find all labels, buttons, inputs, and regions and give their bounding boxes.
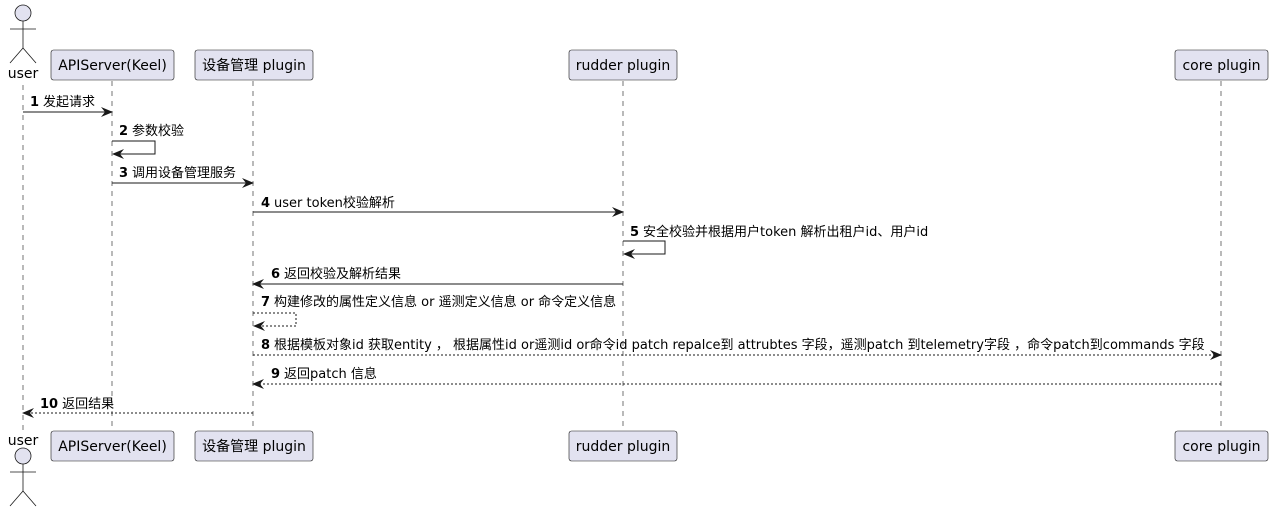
message-number: 10	[40, 397, 58, 412]
message-text: 返回结果	[62, 397, 114, 412]
message-text: 参数校验	[132, 123, 184, 139]
participant-label: core plugin	[1182, 439, 1260, 455]
participant-api-top[interactable]: APIServer(Keel)	[50, 49, 175, 81]
message-text: 返回patch 信息	[284, 366, 377, 382]
participant-box	[194, 49, 314, 81]
message-text: 构建修改的属性定义信息 or 遥测定义信息 or 命令定义信息	[274, 294, 616, 310]
message-text: 返回校验及解析结果	[284, 266, 401, 282]
participant-box	[1174, 430, 1269, 462]
message-number: 2	[119, 124, 128, 139]
participant-label: APIServer(Keel)	[58, 58, 167, 74]
message-number: 1	[30, 95, 39, 110]
actor-leg-right	[22, 47, 37, 64]
participant-box	[568, 49, 678, 81]
message-text: 发起请求	[43, 94, 95, 110]
message-number: 4	[261, 196, 270, 211]
participant-core-bottom[interactable]: core plugin	[1174, 430, 1269, 462]
message-number: 3	[119, 166, 128, 181]
message-number: 7	[261, 295, 270, 310]
participant-box	[50, 430, 175, 462]
message-3[interactable]: 3 调用设备管理服务	[112, 165, 254, 188]
participant-label: APIServer(Keel)	[58, 439, 167, 455]
actor-leg-left	[9, 490, 24, 507]
participant-label: 设备管理 plugin	[202, 438, 306, 455]
participant-rudder-top[interactable]: rudder plugin	[568, 49, 678, 81]
actor-leg-left	[9, 47, 24, 64]
participant-core-top[interactable]: core plugin	[1174, 49, 1269, 81]
participant-api-bottom[interactable]: APIServer(Keel)	[50, 430, 175, 462]
message-text: 根据模板对象id 获取entity ， 根据属性id or遥测id or命令id…	[274, 337, 1205, 353]
message-5[interactable]: 5 安全校验并根据用户token 解析出租户id、用户id	[623, 224, 928, 259]
participant-label: core plugin	[1182, 58, 1260, 74]
participant-box	[194, 430, 314, 462]
message-4[interactable]: 4 user token校验解析	[253, 195, 624, 217]
message-arrow	[112, 140, 156, 159]
participant-dev-top[interactable]: 设备管理 plugin	[194, 49, 314, 81]
message-8[interactable]: 8 根据模板对象id 获取entity ， 根据属性id or遥测id or命令i…	[253, 337, 1222, 360]
participant-label: rudder plugin	[576, 58, 671, 74]
message-text: user token校验解析	[274, 195, 395, 211]
participant-box	[1174, 49, 1269, 81]
participant-dev-bottom[interactable]: 设备管理 plugin	[194, 430, 314, 462]
message-1[interactable]: 1 发起请求	[23, 94, 113, 117]
participant-box	[50, 49, 175, 81]
message-number: 6	[271, 267, 280, 282]
lifelines	[22, 81, 1222, 430]
participant-rudder-bottom[interactable]: rudder plugin	[568, 430, 678, 462]
message-number: 5	[630, 225, 639, 240]
actor-head-icon	[14, 447, 32, 465]
actor-user-bottom[interactable]: user	[8, 433, 39, 507]
participant-label: rudder plugin	[576, 439, 671, 455]
message-text: 安全校验并根据用户token 解析出租户id、用户id	[643, 224, 928, 240]
message-6[interactable]: 6 返回校验及解析结果	[252, 266, 623, 289]
message-7[interactable]: 7 构建修改的属性定义信息 or 遥测定义信息 or 命令定义信息	[253, 294, 616, 331]
actor-head-icon	[14, 4, 32, 22]
actor-label: user	[8, 66, 39, 82]
message-number: 9	[271, 367, 280, 382]
participant-box	[568, 430, 678, 462]
message-arrow	[623, 240, 666, 259]
message-10[interactable]: 10 返回结果	[22, 397, 253, 418]
actor-label: user	[8, 433, 39, 449]
message-arrow	[253, 312, 297, 331]
actor-leg-right	[22, 490, 37, 507]
message-text: 调用设备管理服务	[132, 165, 236, 181]
message-number: 8	[261, 338, 270, 353]
participant-label: 设备管理 plugin	[202, 57, 306, 74]
message-9[interactable]: 9 返回patch 信息	[252, 366, 1221, 389]
message-2[interactable]: 2 参数校验	[112, 123, 184, 159]
actor-user-top[interactable]: user	[8, 4, 39, 82]
